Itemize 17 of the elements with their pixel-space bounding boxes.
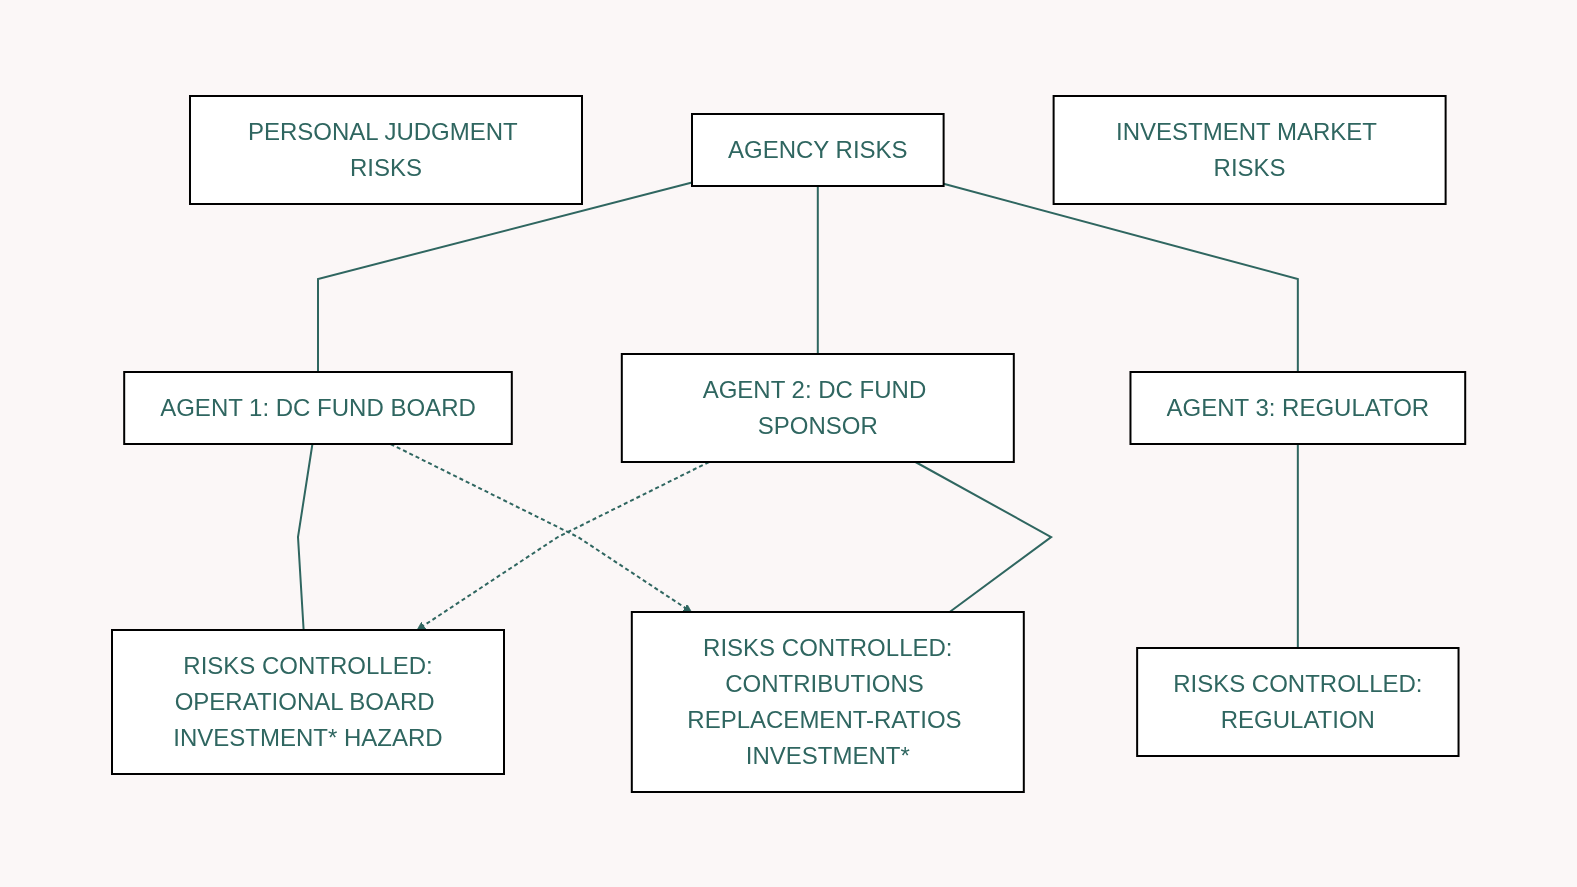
arrow: [389, 442, 692, 612]
node-box: INVESTMENT MARKET RISKS: [1052, 94, 1447, 205]
connector: [914, 460, 1053, 613]
node-box: AGENT 2: DC FUND SPONSOR: [620, 352, 1015, 463]
arrow: [416, 460, 710, 630]
node-box: AGENCY RISKS: [690, 112, 945, 187]
node-box: AGENT 1: DC FUND BOARD: [123, 370, 513, 445]
connector: [1296, 442, 1299, 649]
node-box: AGENT 3: REGULATOR: [1129, 370, 1467, 445]
node-box: RISKS CONTROLLED: CONTRIBUTIONS REPLACEMENT-RATIOS INVESTMENT*: [630, 610, 1025, 793]
connector: [816, 184, 819, 355]
connector: [942, 182, 1299, 373]
connector: [296, 442, 314, 631]
node-box: RISKS CONTROLLED: OPERATIONAL BOARD INVESTMENT* HAZARD: [110, 628, 505, 775]
node-box: PERSONAL JUDGMENT RISKS: [188, 94, 583, 205]
connector: [316, 180, 693, 373]
node-box: RISKS CONTROLLED: REGULATION: [1136, 646, 1460, 757]
